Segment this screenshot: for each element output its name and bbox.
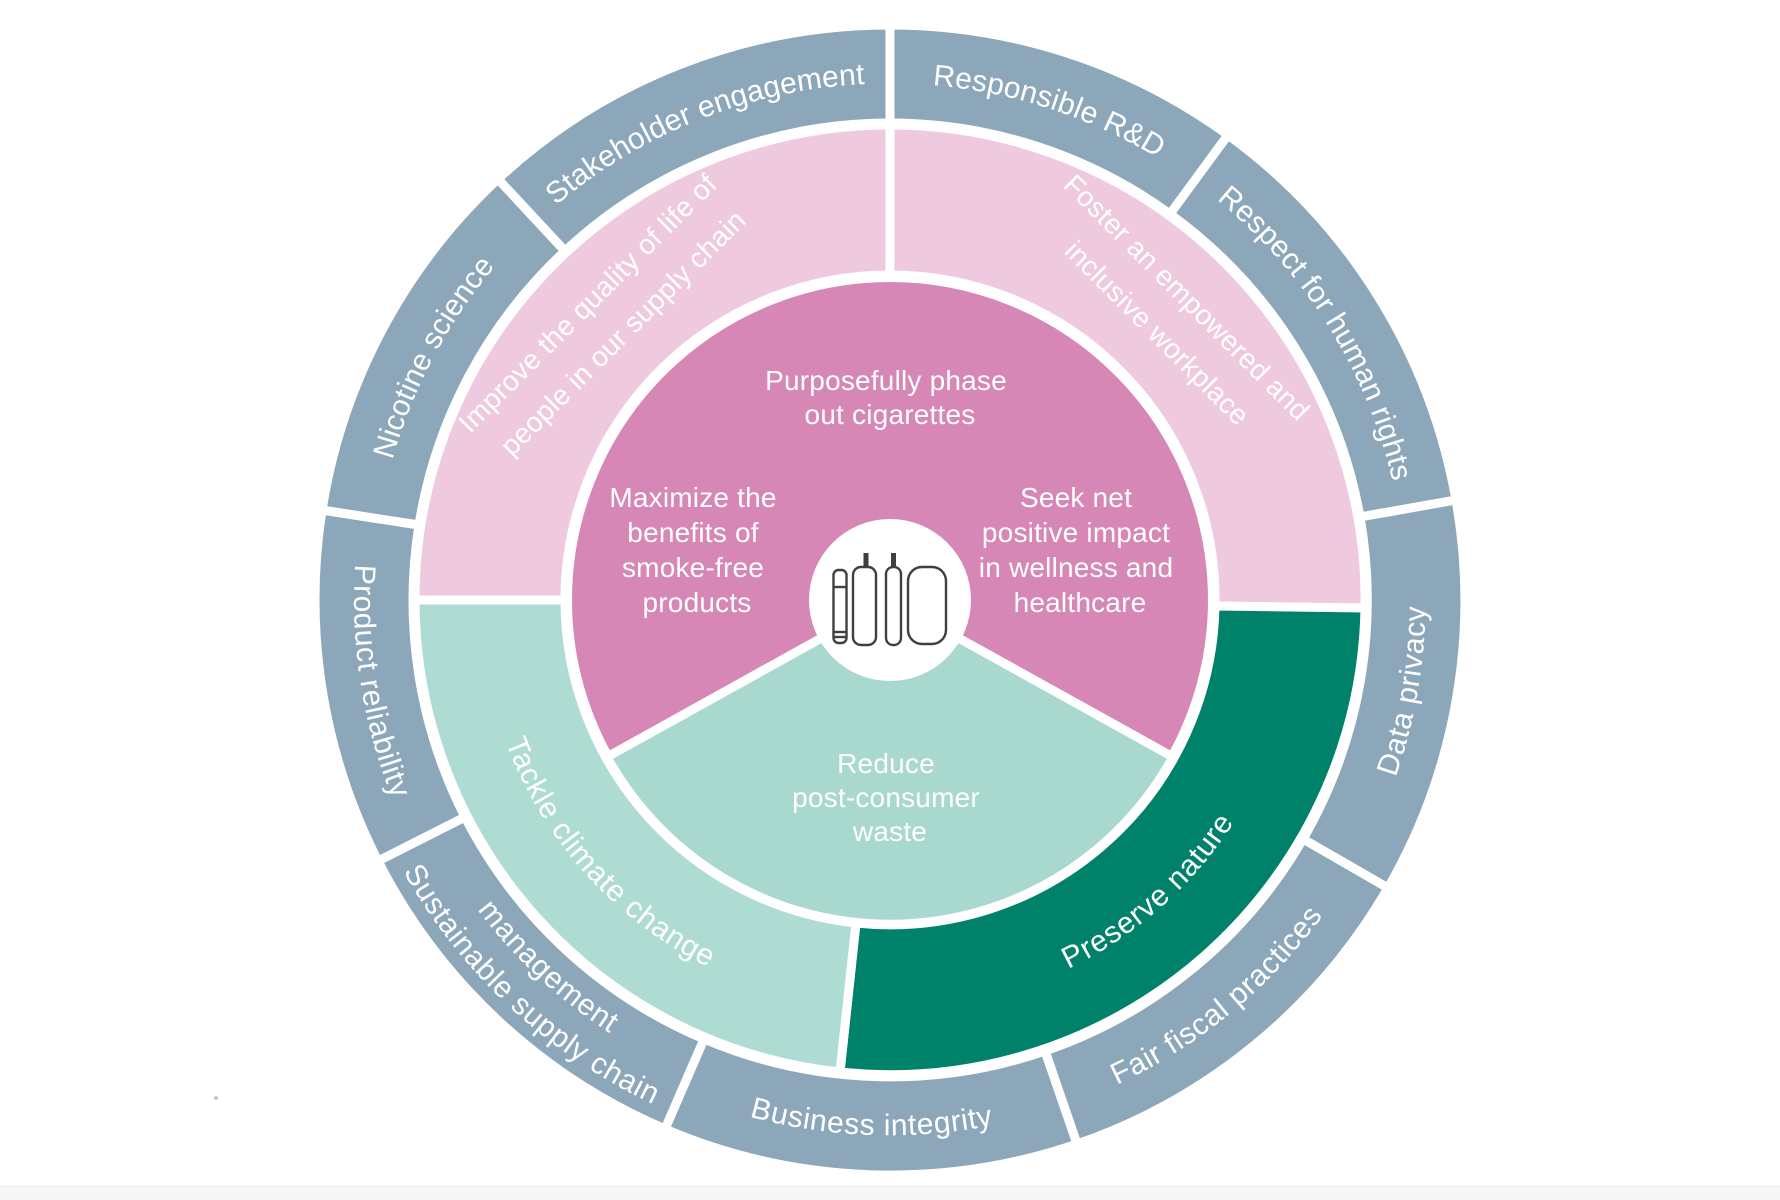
inner-label-reduce-waste: Reduce post-consumer waste [792, 748, 988, 847]
reduce-line3: waste [852, 816, 927, 847]
inner-label-seek-net-positive: Seek net positive impact in wellness and… [979, 482, 1181, 618]
inner-wedge-waste [602, 595, 1178, 929]
maximize-line2: benefits of [627, 517, 758, 548]
phase-out-line2: out cigarettes [805, 399, 976, 430]
seek-line3: in wellness and [979, 552, 1173, 583]
smoke-free-products-icon [832, 553, 948, 647]
speck-artifact [214, 1096, 218, 1100]
reduce-line1: Reduce [837, 748, 935, 779]
seek-line2: positive impact [982, 517, 1170, 548]
page-edge-strip [0, 1186, 1780, 1200]
inner-label-maximize-smoke-free: Maximize the benefits of smoke-free prod… [609, 482, 784, 618]
pouch-device-icon [906, 565, 948, 646]
maximize-line4: products [643, 587, 752, 618]
seek-line1: Seek net [1020, 482, 1132, 513]
maximize-line1: Maximize the [609, 482, 776, 513]
outer-ring [310, 20, 1470, 1180]
inner-label-phase-out-cigarettes: Purposefully phase out cigarettes [765, 365, 1015, 430]
cigarette-icon [832, 568, 848, 645]
heated-tobacco-device-icon [851, 553, 878, 647]
seek-line4: healthcare [1014, 587, 1147, 618]
phase-out-line1: Purposefully phase [765, 365, 1007, 396]
vape-pen-icon [884, 553, 903, 647]
maximize-line3: smoke-free [622, 552, 764, 583]
reduce-line2: post-consumer [792, 782, 980, 813]
